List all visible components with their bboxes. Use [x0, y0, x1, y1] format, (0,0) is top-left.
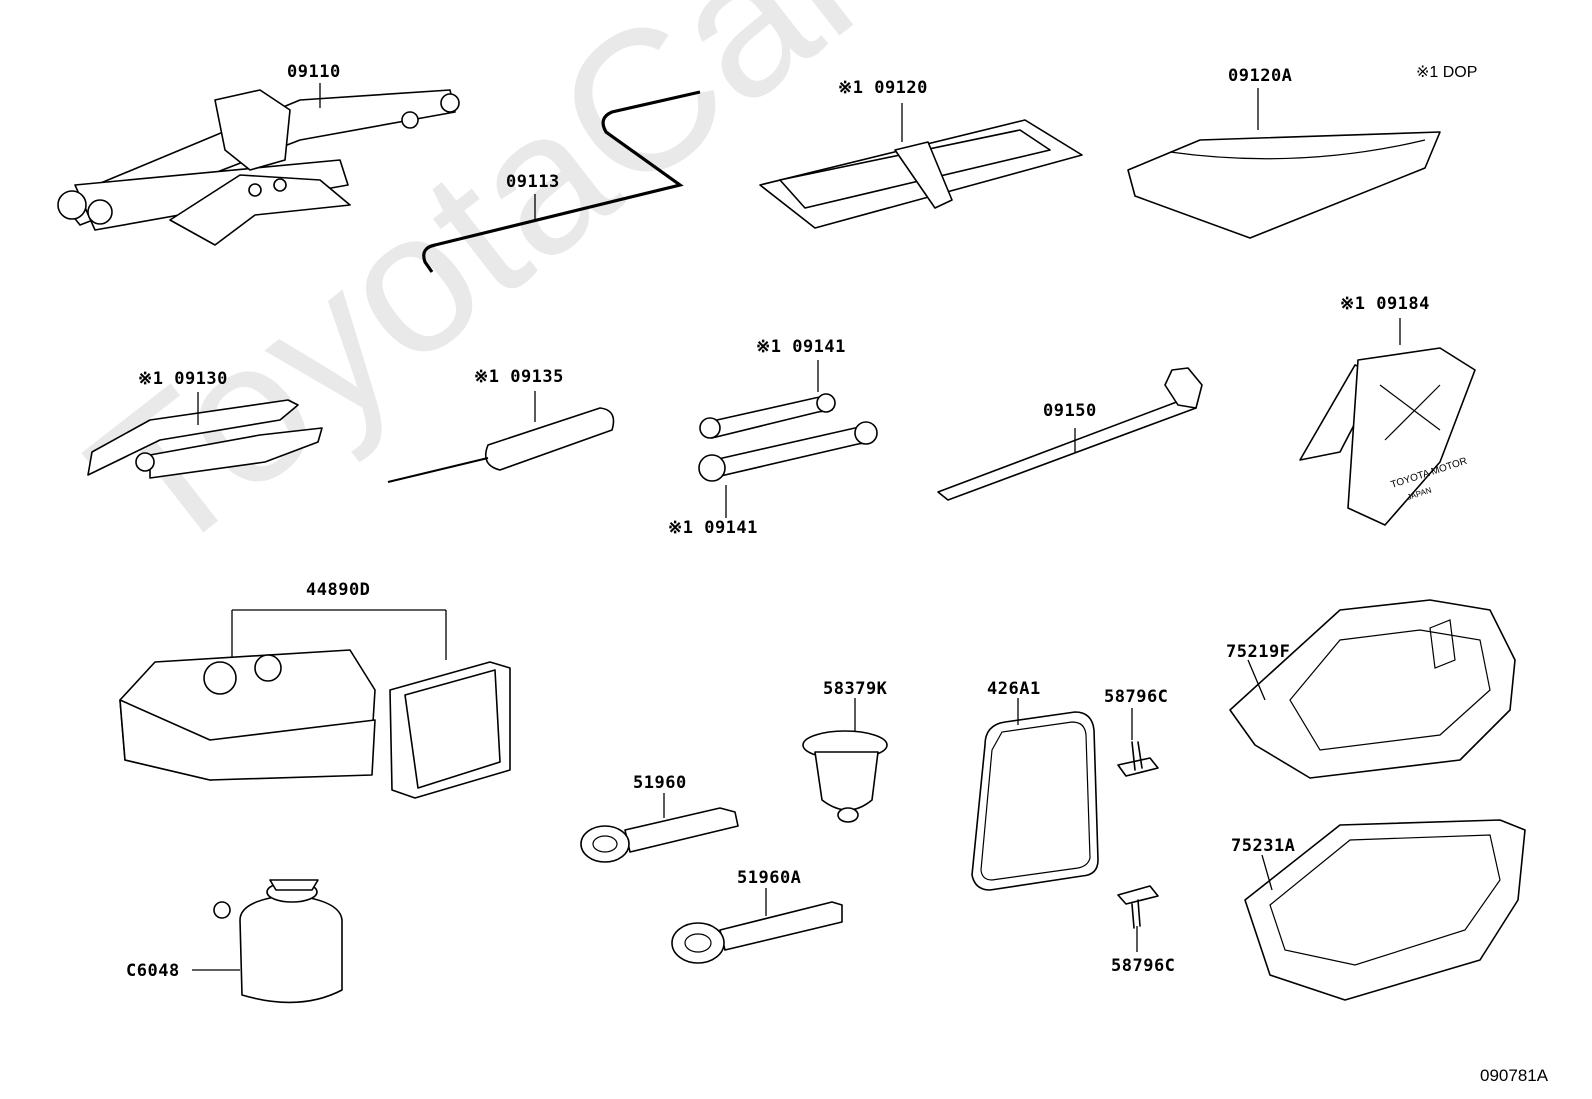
clip-icon: [1117, 708, 1159, 952]
label-pliers[interactable]: ※1 09130: [138, 369, 228, 389]
label-repair-kit[interactable]: 44890D: [306, 580, 371, 600]
label-gasket[interactable]: 426A1: [987, 679, 1041, 699]
sealant-bottle-icon: [192, 879, 343, 1004]
storage-tray-icon: [1244, 819, 1526, 1001]
towing-eye-icon: [580, 793, 739, 863]
label-sealant-bottle[interactable]: C6048: [126, 961, 180, 981]
jack-handle-icon: [422, 90, 701, 273]
label-towing-eye-alt[interactable]: 51960A: [737, 868, 802, 888]
label-cap[interactable]: 58379K: [823, 679, 888, 699]
label-warning-triangle[interactable]: ※1 09184: [1340, 294, 1430, 314]
label-clip-upper[interactable]: 58796C: [1104, 687, 1169, 707]
spare-tray-icon: [1229, 599, 1516, 779]
label-wrench-upper[interactable]: ※1 09141: [756, 337, 846, 357]
label-lug-wrench[interactable]: 09150: [1043, 401, 1097, 421]
label-wrench-lower[interactable]: ※1 09141: [668, 518, 758, 538]
pliers-icon: [87, 392, 323, 479]
label-tray-lower[interactable]: 75231A: [1231, 836, 1296, 856]
tool-bag-icon: [759, 103, 1083, 229]
label-clip-lower[interactable]: 58796C: [1111, 956, 1176, 976]
cap-icon: [802, 698, 888, 823]
label-screwdriver[interactable]: ※1 09135: [474, 367, 564, 387]
label-towing-eye[interactable]: 51960: [633, 773, 687, 793]
screwdriver-icon: [387, 391, 615, 483]
label-tool-bag[interactable]: ※1 09120: [838, 78, 928, 98]
label-jack[interactable]: 09110: [287, 62, 341, 82]
wrench-icon: [698, 360, 878, 518]
footnote: ※1 DOP: [1416, 64, 1478, 81]
diagram-code: 090781A: [1480, 1066, 1549, 1085]
towing-eye-alt-icon: [671, 888, 843, 964]
label-jack-handle[interactable]: 09113: [506, 172, 560, 192]
cover-icon: [1127, 88, 1441, 239]
repair-kit-icon: [119, 609, 511, 799]
warning-triangle-icon: TOYOTA MOTOR JAPAN: [1299, 318, 1476, 526]
gasket-icon: [971, 698, 1099, 891]
label-cover[interactable]: 09120A: [1228, 66, 1293, 86]
lug-wrench-icon: [937, 367, 1203, 501]
scissor-jack-icon: [57, 83, 460, 246]
label-tray-upper[interactable]: 75219F: [1226, 642, 1291, 662]
